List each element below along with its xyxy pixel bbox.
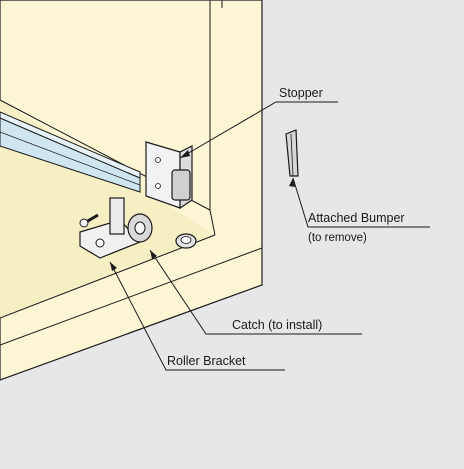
screw-head [79,218,89,228]
roller-wheel-hub [134,221,146,235]
screw [85,213,99,224]
slide-rail-groove [0,131,141,186]
stopper-hole [155,157,161,163]
leader-lines [109,101,430,371]
stopper-label: Stopper [279,86,323,100]
catch-part-inner [180,236,192,244]
stopper-arrowhead [180,150,190,158]
roller-bracket-leader [109,261,285,371]
bumper-arrowhead [289,178,295,187]
stopper-hole [155,183,161,189]
stopper-bumper [171,169,191,201]
roller-bracket-arrowhead [110,262,117,271]
roller-bracket-label: Roller Bracket [167,354,246,368]
attached-bumper-label: Attached Bumper [308,211,405,225]
catch-label: Catch (to install) [232,318,323,332]
floor-front-line [0,234,216,319]
leader-arrowheads [110,150,295,271]
attached-bumper-note: (to remove) [308,232,367,244]
roller-bracket-upright [109,197,125,235]
roller-bracket-hole [95,238,105,248]
catch-leader [149,249,362,335]
stopper-leader [179,101,338,159]
floor-front-line-2 [0,247,263,346]
slide-rail-top [0,111,141,179]
bumper-leader [292,177,430,228]
attached-bumper-edge [290,133,294,177]
catch-arrowhead [150,250,157,259]
panel-corner-line [209,209,216,236]
